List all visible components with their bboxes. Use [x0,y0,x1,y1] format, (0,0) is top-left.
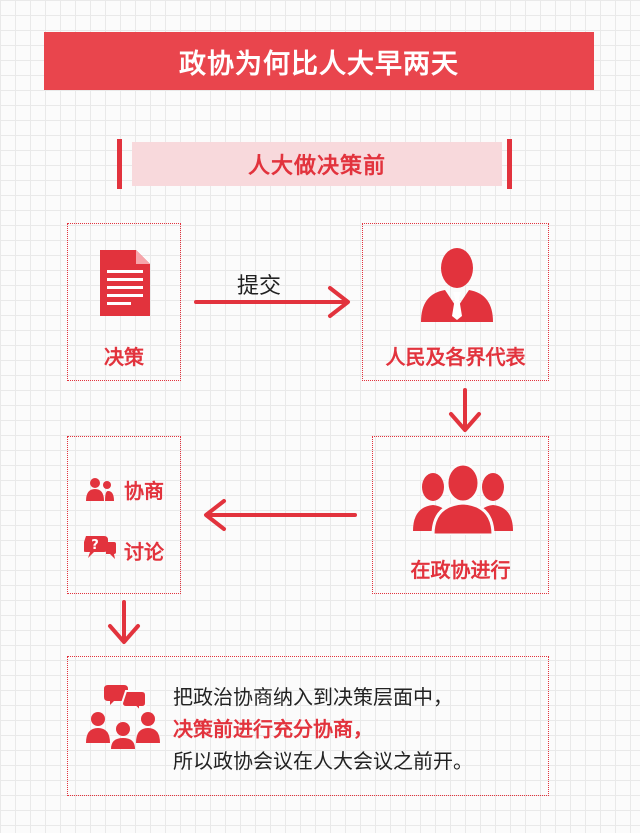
arrow-right-submit [194,286,350,318]
submit-label: 提交 [237,274,282,299]
summary-box: 把政治协商纳入到决策层面中， 决策前进行充分协商， 所以政协会议在人大会议之前开… [67,656,549,796]
person-icon [421,248,493,322]
cppcc-box: 在政协进行 [372,436,549,594]
cppcc-label: 在政协进行 [410,558,511,582]
decision-box: 决策 [67,223,181,381]
svg-text:?: ? [91,538,99,553]
people-icon [86,478,114,501]
representatives-label: 人民及各界代表 [385,345,526,369]
arrow-down-to-cppcc [449,388,481,432]
subtitle-right-marker [507,139,512,189]
chat-people-icon [86,685,160,749]
subtitle-left-marker [117,139,122,189]
question-bubble-icon: ? [84,536,116,559]
document-icon [100,250,150,316]
summary-line-1: 把政治协商纳入到决策层面中， [173,685,453,709]
summary-line-3: 所以政协会议在人大会议之前开。 [173,749,473,773]
page-title: 政协为何比人大早两天 [44,32,594,90]
arrow-left-to-consult [204,499,357,531]
discuss-label: 讨论 [124,540,164,564]
consult-label: 协商 [124,479,164,503]
summary-line-2: 决策前进行充分协商， [173,717,373,741]
decision-label: 决策 [104,345,144,369]
consult-discuss-box: 协商 ? 讨论 [67,436,181,594]
representatives-box: 人民及各界代表 [362,223,549,381]
group-icon [413,463,513,535]
section-subtitle: 人大做决策前 [132,142,502,186]
arrow-down-to-summary [108,600,140,644]
